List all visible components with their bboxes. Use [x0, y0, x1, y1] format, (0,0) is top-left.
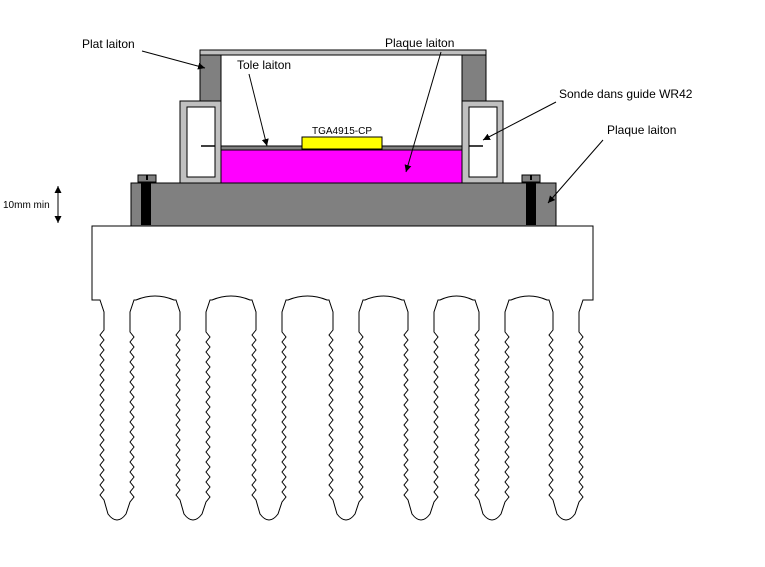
- base-plaque-laiton: [130, 182, 557, 227]
- screw-right: [521, 174, 541, 225]
- label-plaque-laiton-right: Plaque laiton: [607, 123, 676, 137]
- tga4915-chip: [301, 136, 383, 150]
- leader-plaque-top-1: [404, 51, 442, 173]
- screw-left: [137, 174, 157, 225]
- heatsink: [91, 225, 594, 521]
- leader-sonde: [482, 101, 557, 141]
- leader-plat-laiton: [141, 50, 206, 70]
- top-plaque-laiton: [199, 49, 487, 56]
- dimension-label: 10mm min: [3, 200, 50, 211]
- component-label: TGA4915-CP: [312, 126, 372, 137]
- label-sonde: Sonde dans guide WR42: [559, 87, 693, 101]
- label-plaque-laiton-top: Plaque laiton: [385, 36, 454, 50]
- label-plat-laiton: Plat laiton: [82, 37, 135, 51]
- label-tole-laiton: Tole laiton: [237, 58, 291, 72]
- plaque-laiton-magenta: [220, 149, 463, 184]
- waveguide-right: [461, 100, 504, 184]
- plat-laiton-right: [461, 53, 487, 102]
- leader-tole-laiton: [248, 73, 269, 147]
- waveguide-left: [179, 100, 222, 184]
- plat-laiton-left: [199, 53, 222, 102]
- leader-plaque-right: [547, 139, 604, 204]
